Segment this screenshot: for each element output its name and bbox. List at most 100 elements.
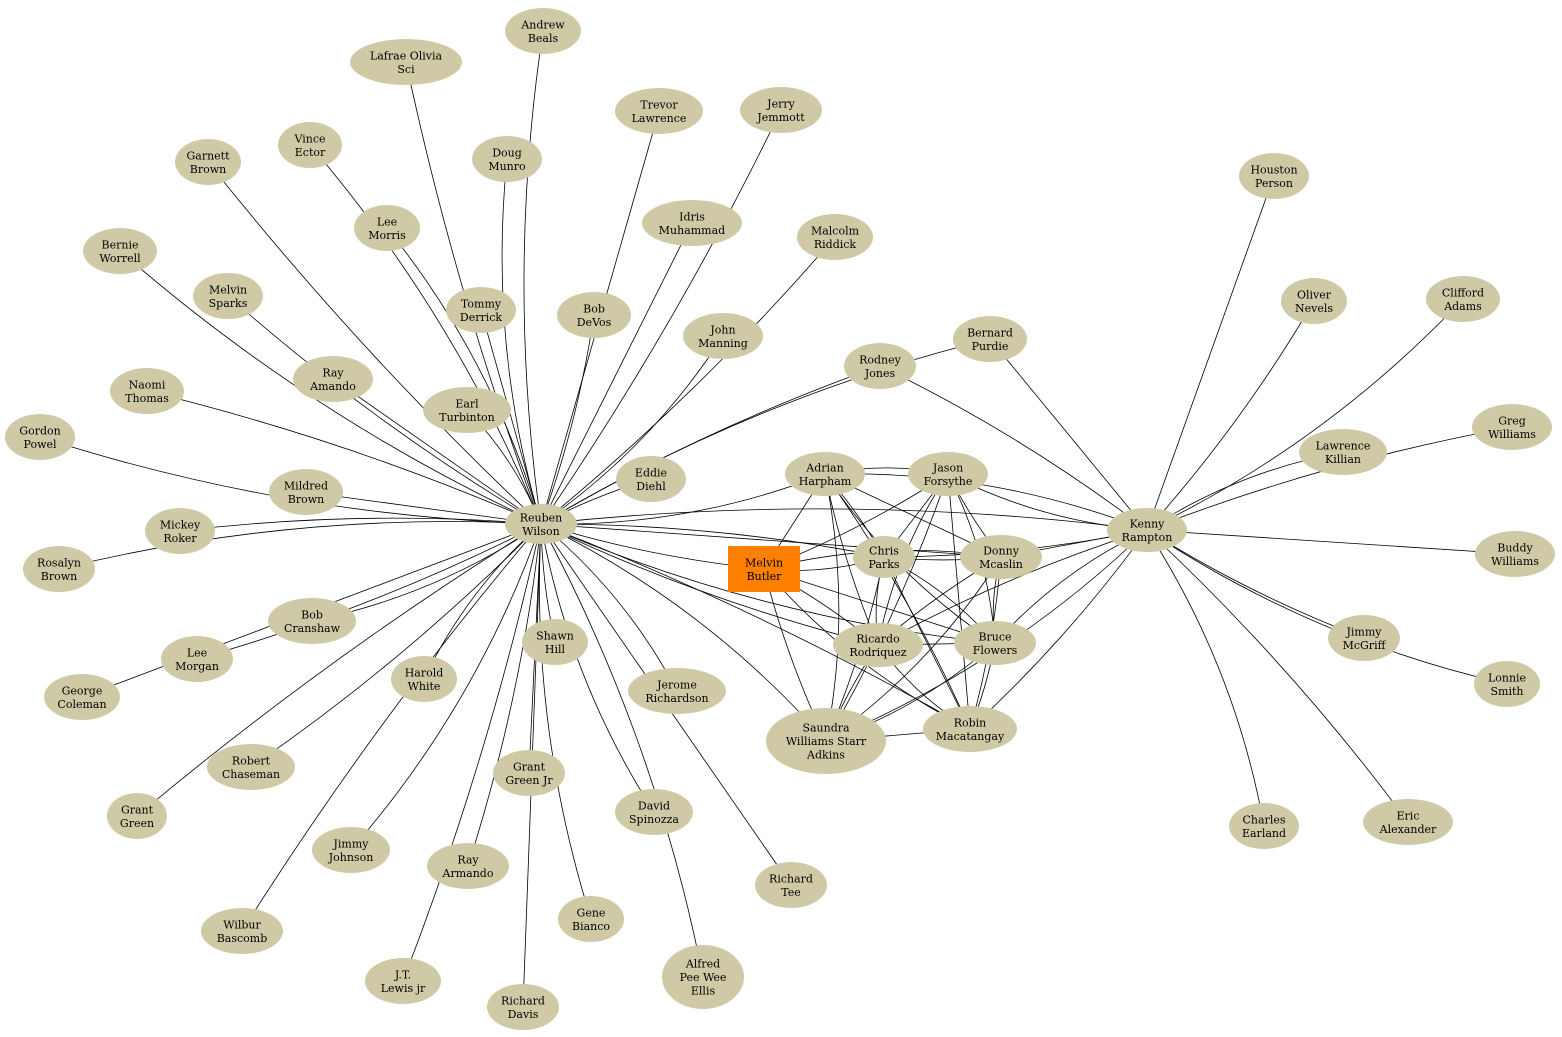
node-label: Trevor (640, 98, 678, 111)
node-jt[interactable]: J.T.Lewis jr (365, 958, 441, 1004)
node-label: Robin (954, 716, 987, 729)
node-shape (446, 287, 516, 333)
node-label: Ellis (691, 985, 716, 998)
node-label: Charles (1243, 813, 1286, 826)
edge-reuben-robert (250, 523, 542, 768)
node-label: Greg (1498, 414, 1526, 427)
node-shape (908, 452, 988, 496)
node-shape (558, 896, 624, 942)
node-label: Lawrence (1316, 439, 1371, 452)
node-label: Earl (455, 397, 479, 410)
node-label: Jones (864, 367, 896, 380)
node-shape (505, 8, 581, 54)
node-label: Oliver (1297, 288, 1332, 301)
node-shape (23, 546, 95, 592)
node-label: Donny (983, 544, 1020, 557)
node-label: Riddick (814, 238, 857, 251)
node-shape (954, 621, 1036, 665)
edge-kenny-bernard (989, 338, 1148, 531)
node-label: Bernie (102, 238, 139, 251)
node-label: Andrew (520, 18, 565, 31)
edge-reuben-gene (538, 523, 592, 920)
node-label: Macatangay (936, 730, 1005, 743)
edge-kenny-adrian (824, 473, 1148, 531)
node-label: Bob (583, 302, 605, 315)
node-label: Williams (1491, 555, 1539, 568)
edge-reuben-jerry (540, 109, 782, 525)
node-label: Diehl (636, 480, 666, 493)
edge-reuben-melvins (227, 295, 542, 525)
node-shape (472, 136, 542, 182)
edge-reuben-jerome (540, 523, 678, 692)
edge-reuben-tommy (480, 309, 542, 525)
node-label: Green (120, 817, 154, 830)
edge-reuben-rosalyn (58, 521, 542, 570)
node-label: Lee (187, 646, 207, 659)
